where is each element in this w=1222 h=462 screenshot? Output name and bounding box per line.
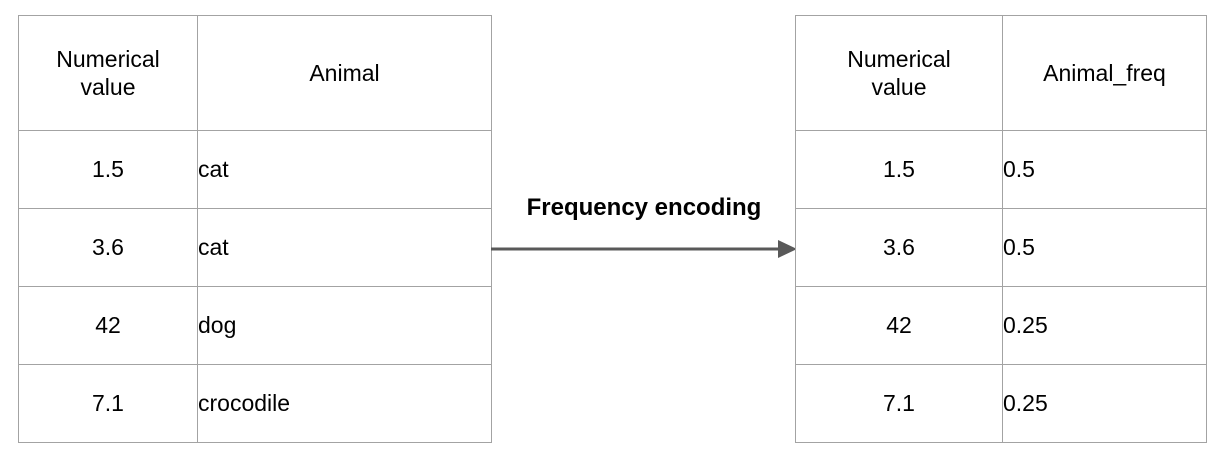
cell-animal: crocodile (197, 364, 492, 443)
cell-animal-freq: 0.5 (1002, 208, 1207, 287)
table-row: 1.5 cat (18, 130, 492, 209)
encoded-table: Numerical value Animal_freq 1.5 0.5 3.6 … (795, 15, 1207, 443)
table-row: 7.1 crocodile (18, 364, 492, 443)
table-row: 3.6 0.5 (795, 208, 1207, 287)
header-line-1: Animal_freq (1043, 59, 1166, 86)
arrow-label: Frequency encoding (526, 194, 762, 221)
header-line-2: value (871, 74, 927, 100)
header-line-1: Numerical (56, 45, 160, 72)
table-row: 42 0.25 (795, 286, 1207, 365)
cell-animal: dog (197, 286, 492, 365)
table-header-row: Numerical value Animal_freq (795, 15, 1207, 131)
cell-animal: cat (197, 208, 492, 287)
header-line-2: value (80, 74, 136, 100)
cell-numerical-value: 1.5 (795, 130, 1003, 209)
cell-numerical-value: 42 (795, 286, 1003, 365)
flow-arrow-icon (491, 240, 797, 258)
table-row: 42 dog (18, 286, 492, 365)
cell-numerical-value: 7.1 (18, 364, 198, 443)
cell-numerical-value: 3.6 (18, 208, 198, 287)
column-header-numerical-value: Numerical value (18, 15, 198, 131)
cell-numerical-value: 7.1 (795, 364, 1003, 443)
cell-animal: cat (197, 130, 492, 209)
table-row: 7.1 0.25 (795, 364, 1207, 443)
column-header-numerical-value: Numerical value (795, 15, 1003, 131)
cell-numerical-value: 3.6 (795, 208, 1003, 287)
column-header-animal: Animal (197, 15, 492, 131)
cell-animal-freq: 0.25 (1002, 364, 1207, 443)
cell-numerical-value: 1.5 (18, 130, 198, 209)
header-line-1: Animal (309, 59, 380, 86)
column-header-animal-freq: Animal_freq (1002, 15, 1207, 131)
table-row: 1.5 0.5 (795, 130, 1207, 209)
table-row: 3.6 cat (18, 208, 492, 287)
table-header-row: Numerical value Animal (18, 15, 492, 131)
original-table: Numerical value Animal 1.5 cat 3.6 cat 4… (18, 15, 492, 443)
cell-animal-freq: 0.25 (1002, 286, 1207, 365)
cell-animal-freq: 0.5 (1002, 130, 1207, 209)
header-line-1: Numerical (847, 45, 951, 72)
cell-numerical-value: 42 (18, 286, 198, 365)
